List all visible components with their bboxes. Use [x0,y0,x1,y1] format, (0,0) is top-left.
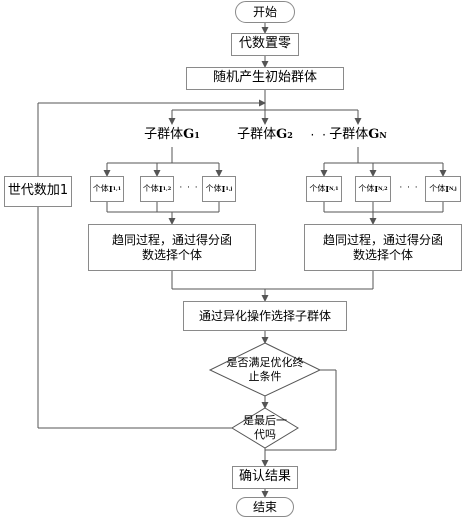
left-individual-1-sub: 1,1 [112,185,122,192]
right-individual-1-prefix: 个体 [309,184,326,193]
subgroup-g2-letter: G [276,127,288,143]
left-individual-ellipsis-label: · · · [179,183,199,194]
subgroup-gn-prefix: 子群体 [329,127,369,143]
subgroup-ellipsis: · · · [306,124,344,147]
right-individual-j-prefix: 个体 [429,184,446,193]
subgroup-g1-letter: G [183,127,195,143]
right-individual-ellipsis: · · · [396,176,422,202]
last-gen-decision-diamond [231,407,299,449]
generation-increment-label: 世代数加1 [7,183,69,199]
dissimilation-box: 通过异化操作选择子群体 [183,301,347,331]
end-label: 结束 [252,499,277,514]
generation-increment-box: 世代数加1 [4,176,72,207]
left-convergence-box: 趋同过程，通过得分函数选择个体 [88,224,256,271]
subgroup-g2-prefix: 子群体 [237,127,277,143]
left-individual-1-letter: I [108,184,113,194]
right-individual-1-letter: I [325,184,330,194]
end-terminal: 结束 [236,497,294,517]
left-individual-ellipsis: · · · [176,176,202,202]
subgroup-g2-sub: 2 [287,130,293,141]
right-convergence-label: 趋同过程，通过得分函数选择个体 [322,232,443,262]
right-individual-j-sub: N,j [449,185,457,192]
left-individual-2-letter: I [158,184,163,194]
left-individual-2-sub: 1,2 [162,185,172,192]
right-individual-ellipsis-label: · · · [399,183,419,194]
subgroup-ellipsis-label: · · · [310,128,340,142]
subgroup-g1-prefix: 子群体 [144,127,184,143]
init-population-box: 随机产生初始群体 [186,67,344,90]
start-terminal: 开始 [235,1,295,23]
termination-check: 是否满足优化终止条件 [225,352,305,388]
right-individual-j-letter: I [445,184,449,194]
right-individual-2-prefix: 个体 [358,184,375,193]
left-individual-j-prefix: 个体 [205,184,222,193]
last-generation-check: 是最后一代吗 [240,414,290,442]
subgroup-gn-letter: G [368,127,380,143]
last-generation-check-label: 是最后一代吗 [243,414,287,441]
right-convergence-box: 趋同过程，通过得分函数选择个体 [304,224,462,271]
right-individual-1-sub: N,1 [329,185,339,192]
init-population-label: 随机产生初始群体 [212,70,317,86]
left-individual-2-prefix: 个体 [142,184,159,193]
subgroup-gn-sub: N [379,130,387,141]
left-individual-1-prefix: 个体 [92,184,109,193]
right-individual-2-letter: I [374,184,379,194]
confirm-result-box: 确认结果 [232,466,298,489]
left-individual-j-sub: 1,j [225,185,233,192]
termination-decision-diamond [208,342,322,397]
confirm-result-label: 确认结果 [238,469,291,485]
reset-generation-label: 代数置零 [238,36,291,52]
start-label: 开始 [252,4,277,19]
dissimilation-label: 通过异化操作选择子群体 [198,308,331,323]
termination-check-label: 是否满足优化终止条件 [226,356,304,383]
left-individual-j-letter: I [221,184,226,194]
reset-generation-box: 代数置零 [231,33,299,56]
right-individual-2-sub: N,2 [378,185,388,192]
left-convergence-label: 趋同过程，通过得分函数选择个体 [111,232,232,262]
subgroup-g1-sub: 1 [194,130,200,141]
